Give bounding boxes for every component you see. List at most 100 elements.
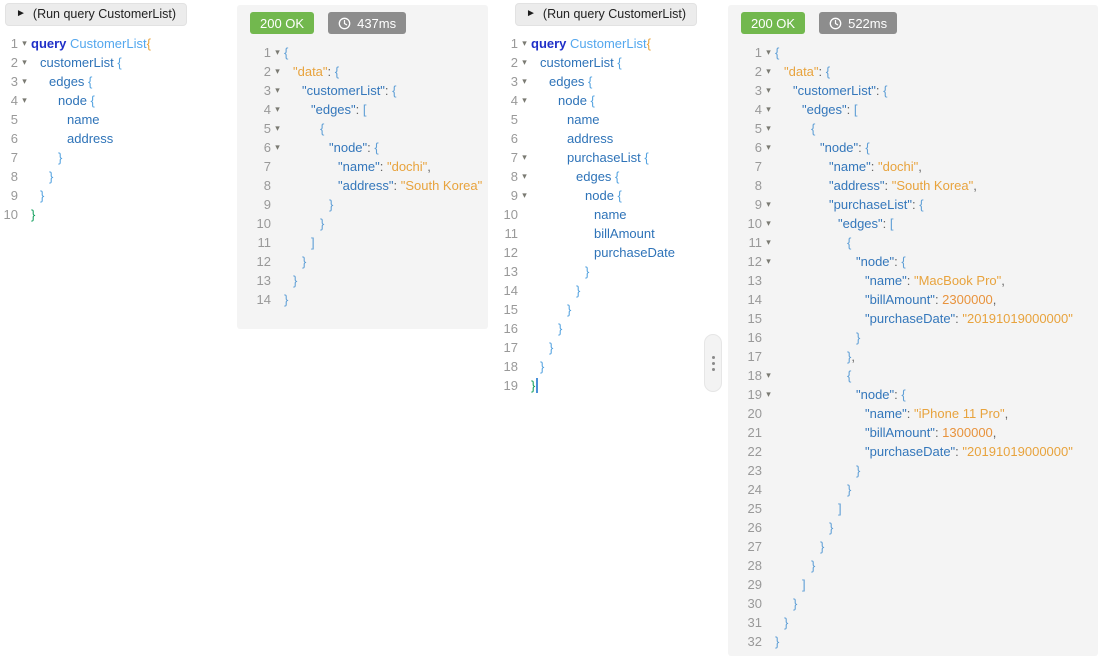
fold-arrow-icon[interactable]: ▾ xyxy=(275,123,280,133)
time-label: 437ms xyxy=(357,15,397,31)
code-line: 8▾edges { xyxy=(500,167,726,186)
fold-arrow-icon[interactable]: ▾ xyxy=(766,370,771,380)
line-number: 10 xyxy=(503,207,518,222)
code-line: 10} xyxy=(249,214,482,233)
fold-arrow-icon[interactable]: ▾ xyxy=(766,123,771,133)
response-meta-1: 200 OK 437ms xyxy=(250,12,482,34)
response-viewer-1[interactable]: 200 OK 437ms 1▾{2▾"data": {3▾"customerLi… xyxy=(237,5,488,329)
code-line: 13} xyxy=(500,262,726,281)
run-query-button-1[interactable]: ► (Run query CustomerList) xyxy=(5,3,188,26)
code-line: 2▾"data": { xyxy=(740,62,1092,81)
fold-arrow-icon[interactable]: ▾ xyxy=(766,104,771,114)
line-number: 9 xyxy=(754,197,762,212)
fold-arrow-icon[interactable]: ▾ xyxy=(522,95,527,105)
fold-arrow-icon[interactable]: ▾ xyxy=(766,218,771,228)
line-number: 4 xyxy=(510,93,518,108)
status-badge: 200 OK xyxy=(741,12,806,34)
query-code-2[interactable]: 1▾query CustomerList{2▾customerList {3▾e… xyxy=(500,34,726,395)
fold-arrow-icon[interactable]: ▾ xyxy=(522,190,527,200)
line-number: 10 xyxy=(256,216,271,231)
code-line: 13"name": "MacBook Pro", xyxy=(740,271,1092,290)
code-text: } xyxy=(540,359,545,374)
line-number: 12 xyxy=(503,245,518,260)
code-text: "node": { xyxy=(329,140,379,155)
code-text: { xyxy=(811,121,816,136)
line-number: 8 xyxy=(754,178,762,193)
code-text: edges { xyxy=(576,169,620,184)
response-json-2[interactable]: 1▾{2▾"data": {3▾"customerList": {4▾"edge… xyxy=(740,43,1092,651)
code-text: } xyxy=(293,273,298,288)
code-line: 15"purchaseDate": "20191019000000" xyxy=(740,309,1092,328)
fold-arrow-icon[interactable]: ▾ xyxy=(22,76,27,86)
play-icon: ► xyxy=(16,8,26,19)
line-number: 32 xyxy=(747,634,762,649)
code-line: 2▾customerList { xyxy=(0,53,232,72)
code-line: 7"name": "dochi", xyxy=(249,157,482,176)
line-number: 4 xyxy=(10,93,18,108)
code-line: 7▾purchaseList { xyxy=(500,148,726,167)
query-code-1[interactable]: 1▾query CustomerList{2▾customerList {3▾e… xyxy=(0,34,232,224)
code-line: 19} xyxy=(500,376,726,395)
code-line: 4▾"edges": [ xyxy=(249,100,482,119)
code-line: 18} xyxy=(500,357,726,376)
code-line: 1▾{ xyxy=(249,43,482,62)
line-number: 14 xyxy=(747,292,762,307)
fold-arrow-icon[interactable]: ▾ xyxy=(522,171,527,181)
code-text: } xyxy=(820,539,825,554)
line-number: 4 xyxy=(263,102,271,117)
fold-arrow-icon[interactable]: ▾ xyxy=(275,142,280,152)
fold-arrow-icon[interactable]: ▾ xyxy=(275,66,280,76)
clock-icon xyxy=(338,17,351,29)
code-line: 24} xyxy=(740,480,1092,499)
code-text: } xyxy=(784,615,789,630)
fold-arrow-icon[interactable]: ▾ xyxy=(275,85,280,95)
query-editor-2[interactable]: ► (Run query CustomerList) 1 ▾ query Custo… xyxy=(500,3,726,395)
code-text: node { xyxy=(58,93,95,108)
fold-arrow-icon[interactable]: ▾ xyxy=(275,47,280,57)
query-editor-1[interactable]: ► (Run query CustomerList) 1▾query Custo… xyxy=(0,3,232,224)
code-line: 3▾"customerList": { xyxy=(740,81,1092,100)
fold-arrow-icon[interactable]: ▾ xyxy=(766,389,771,399)
fold-arrow-icon[interactable]: ▾ xyxy=(522,38,527,48)
fold-arrow-icon[interactable]: ▾ xyxy=(766,47,771,57)
fold-arrow-icon[interactable]: ▾ xyxy=(275,104,280,114)
code-text: customerList { xyxy=(540,55,622,70)
line-number: 28 xyxy=(747,558,762,573)
fold-arrow-icon[interactable]: ▾ xyxy=(766,237,771,247)
line-number: 14 xyxy=(256,292,271,307)
fold-arrow-icon[interactable]: ▾ xyxy=(522,152,527,162)
fold-arrow-icon[interactable]: ▾ xyxy=(766,199,771,209)
line-number: 26 xyxy=(747,520,762,535)
code-line: 3▾edges { xyxy=(500,72,726,91)
code-text: query CustomerList{ xyxy=(531,36,651,51)
code-text: purchaseList { xyxy=(567,150,649,165)
line-number: 1 xyxy=(510,36,518,51)
panel-resize-handle[interactable] xyxy=(704,334,722,392)
code-line: 2▾"data": { xyxy=(249,62,482,81)
fold-arrow-icon[interactable]: ▾ xyxy=(22,95,27,105)
code-text: "purchaseDate": "20191019000000" xyxy=(865,444,1073,459)
code-text: } xyxy=(793,596,798,611)
line-number: 17 xyxy=(747,349,762,364)
fold-arrow-icon[interactable]: ▾ xyxy=(766,142,771,152)
response-json-1[interactable]: 1▾{2▾"data": {3▾"customerList": {4▾"edge… xyxy=(249,43,483,309)
code-text: name xyxy=(67,112,100,127)
code-line: 4▾"edges": [ xyxy=(740,100,1092,119)
code-line: 10▾"edges": [ xyxy=(740,214,1092,233)
fold-arrow-icon[interactable]: ▾ xyxy=(22,38,27,48)
fold-arrow-icon[interactable]: ▾ xyxy=(22,57,27,67)
code-text: } xyxy=(40,188,45,203)
line-number: 9 xyxy=(10,188,18,203)
fold-arrow-icon[interactable]: ▾ xyxy=(522,76,527,86)
fold-arrow-icon[interactable]: ▾ xyxy=(522,57,527,67)
run-query-button-2[interactable]: ► (Run query CustomerList) xyxy=(515,3,698,26)
code-text: } xyxy=(58,150,63,165)
fold-arrow-icon[interactable]: ▾ xyxy=(766,66,771,76)
line-number: 3 xyxy=(510,74,518,89)
line-number: 6 xyxy=(10,131,18,146)
fold-arrow-icon[interactable]: ▾ xyxy=(766,85,771,95)
line-number: 18 xyxy=(503,359,518,374)
response-viewer-2[interactable]: 200 OK 522ms 1▾{2▾"data": {3▾"customerLi… xyxy=(728,5,1098,656)
fold-arrow-icon[interactable]: ▾ xyxy=(766,256,771,266)
